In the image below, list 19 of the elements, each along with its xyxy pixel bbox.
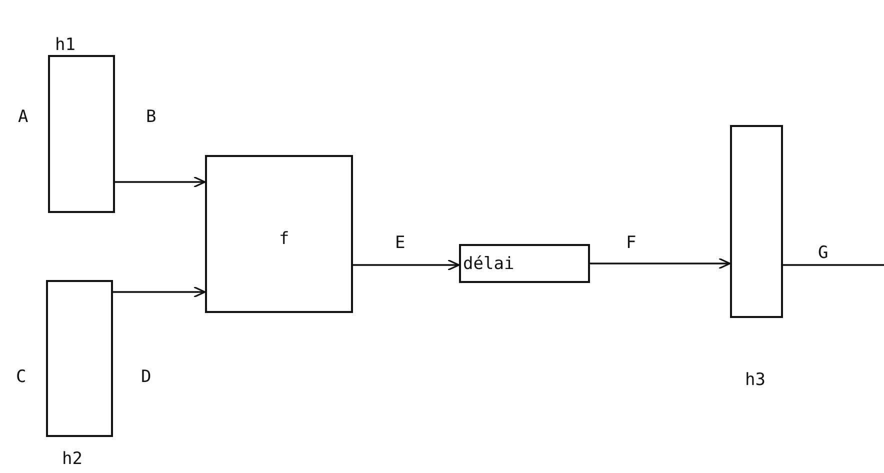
block-box xyxy=(205,155,353,313)
signal-line xyxy=(783,264,884,266)
signal-label: A xyxy=(18,107,28,127)
edge-label: F xyxy=(626,233,636,253)
block-label: h1 xyxy=(55,35,76,55)
edge-label: E xyxy=(395,233,406,253)
arrow xyxy=(590,258,731,270)
signal-label: D xyxy=(141,367,152,387)
block-label: h3 xyxy=(745,370,766,390)
signal-label: B xyxy=(146,107,156,127)
arrow xyxy=(115,176,206,188)
signal-label: C xyxy=(16,367,26,387)
edge-label: G xyxy=(818,243,828,263)
block-label: h2 xyxy=(62,449,82,469)
arrow xyxy=(113,286,206,298)
arrow xyxy=(353,259,460,271)
block-label: f xyxy=(279,229,290,249)
block-box xyxy=(459,244,590,283)
block-label: délai xyxy=(463,254,514,274)
